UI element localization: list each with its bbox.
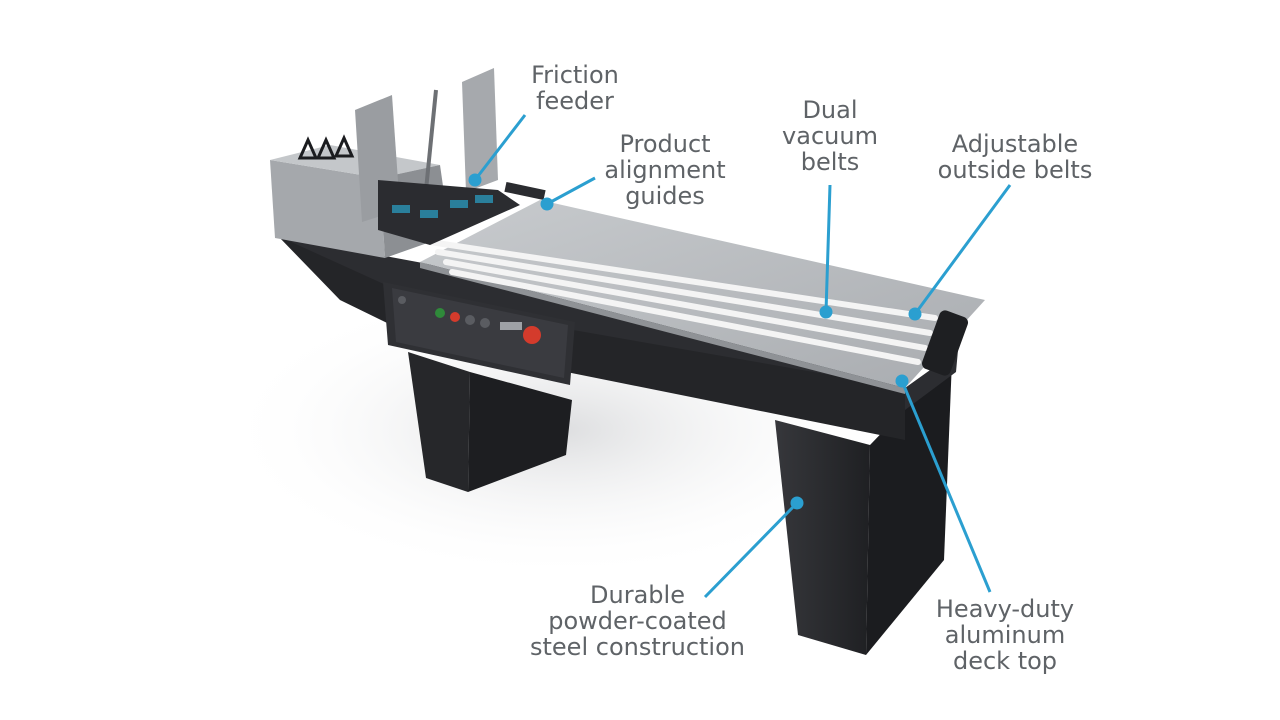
dot-outside-belts [908, 307, 922, 321]
feeder-housing [270, 160, 385, 258]
label-construction-line1: Durable [590, 581, 685, 609]
dot-friction-feeder [468, 173, 482, 187]
deck-edge [420, 262, 905, 394]
label-vacuum-belts-line1: Dual [802, 96, 858, 124]
hopper-rod [424, 89, 438, 191]
leader-alignment-guides [546, 176, 596, 206]
label-vacuum-belts-line3: belts [800, 148, 860, 176]
leader-construction [703, 501, 799, 599]
label-construction-line2: powder-coated [548, 607, 727, 635]
dot-deck-top [895, 374, 909, 388]
label-outside-belts-line1: Adjustable [951, 130, 1079, 158]
label-alignment-guides: Product alignment guides [595, 131, 735, 209]
leader-vacuum-belts [824, 184, 832, 313]
vacuum-belts [427, 239, 938, 365]
label-deck-top-line3: deck top [952, 647, 1058, 675]
label-outside-belts-line2: outside belts [937, 156, 1093, 184]
frame-skirt [278, 236, 958, 410]
leader-friction-feeder [473, 114, 527, 181]
left-leg [408, 352, 470, 492]
label-deck-top-line2: aluminum [944, 621, 1066, 649]
label-outside-belts: Adjustable outside belts [925, 131, 1105, 183]
label-deck-top-line1: Heavy-duty [935, 595, 1075, 623]
belt-rollers [921, 310, 969, 376]
leader-outside-belts [913, 184, 1012, 315]
label-alignment-guides-line3: guides [625, 182, 705, 210]
alignment-guide-rail [504, 181, 546, 201]
frame-front-face [278, 236, 905, 440]
label-deck-top: Heavy-duty aluminum deck top [925, 596, 1085, 674]
leader-deck-top [900, 380, 992, 593]
label-construction-line3: steel construction [530, 633, 745, 661]
label-vacuum-belts-line2: vacuum [782, 122, 878, 150]
label-friction-feeder-line1: Friction [531, 61, 619, 89]
label-friction-feeder-line2: feeder [536, 87, 614, 115]
label-friction-feeder: Friction feeder [515, 62, 635, 114]
dot-construction [790, 496, 804, 510]
dot-alignment-guides [540, 197, 554, 211]
label-construction: Durable powder-coated steel construction [520, 582, 755, 660]
dot-vacuum-belts [819, 305, 833, 319]
left-leg-side [468, 372, 572, 492]
label-alignment-guides-line1: Product [619, 130, 711, 158]
control-buttons [398, 296, 541, 344]
feeder-blue-pads [392, 195, 493, 218]
right-leg-front [775, 420, 870, 655]
label-vacuum-belts: Dual vacuum belts [770, 97, 890, 175]
side-guides [297, 134, 355, 160]
callout-leaders [468, 114, 1012, 599]
label-alignment-guides-line2: alignment [604, 156, 726, 184]
